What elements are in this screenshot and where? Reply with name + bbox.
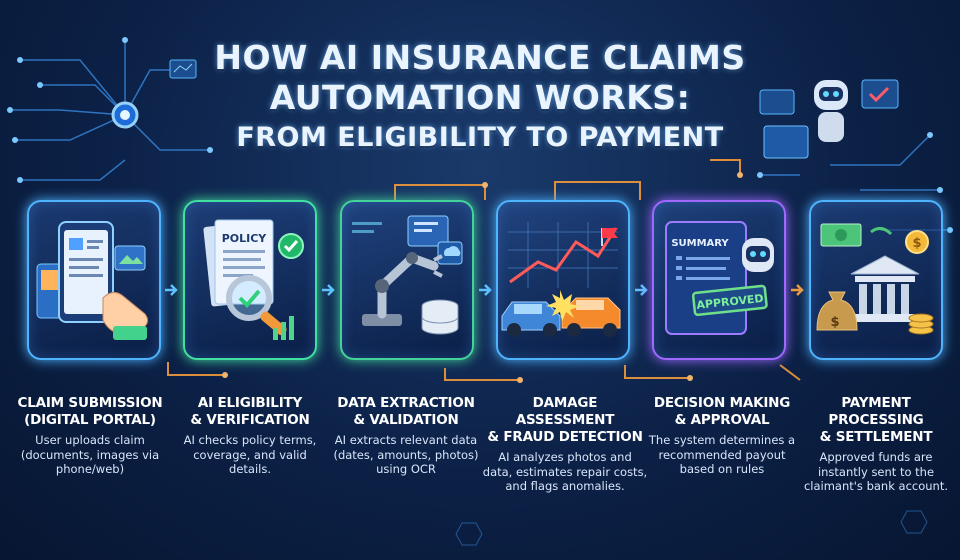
- step-title-line-2: & Validation: [353, 412, 459, 428]
- arrow-right-icon: [791, 284, 804, 296]
- title-line-3: From Eligibility to Payment: [236, 122, 724, 153]
- stage-eligibility-card: POLICY: [183, 200, 317, 360]
- step-title-line-1: Claim Submission: [17, 395, 163, 411]
- hexagon-decoration: [900, 510, 928, 534]
- summary-label: SUMMARY: [671, 238, 729, 249]
- robot-arm-database-icon: [352, 215, 463, 335]
- phone-upload-icon: [36, 221, 149, 340]
- summary-approved-icon: SUMMARY APPROVED: [665, 221, 774, 335]
- title-line-1: How AI Insurance Claims: [214, 38, 746, 77]
- step-title-line-1: Payment Processing: [828, 395, 924, 428]
- arrow-right-icon: [635, 284, 648, 296]
- arrow-right-icon: [165, 284, 178, 296]
- step-description: Approved funds are instantly sent to the…: [803, 450, 949, 493]
- page-title: How AI Insurance Claims Automation Works…: [150, 38, 810, 158]
- policy-magnifier-icon: POLICY: [203, 219, 304, 340]
- step-title-line-2: & Fraud Detection: [487, 429, 643, 445]
- step-title-line-2: (Digital Portal): [24, 412, 156, 428]
- title-line-2: Automation Works:: [269, 78, 691, 117]
- step-title-line-1: Damage Assessment: [515, 395, 615, 428]
- step-title-line-2: & Verification: [190, 412, 310, 428]
- step-title-line-1: Decision Making: [653, 395, 791, 411]
- step-decision: Decision Making & Approval The system de…: [644, 395, 800, 477]
- svg-text:$: $: [912, 236, 921, 251]
- stage-payment-card: $ $: [809, 200, 943, 360]
- step-description: The system determines a recommended payo…: [648, 433, 796, 476]
- policy-label: POLICY: [222, 232, 268, 245]
- step-title-line-2: & Approval: [674, 412, 770, 428]
- stage-data-extraction-card: [340, 200, 474, 360]
- step-title-line-1: Data Extraction: [337, 395, 475, 411]
- stage-decision-card: SUMMARY APPROVED: [652, 200, 786, 360]
- step-eligibility: AI Eligibility & Verification AI checks …: [172, 395, 328, 477]
- step-description: AI analyzes photos and data, estimates r…: [482, 450, 648, 493]
- step-description: User uploads claim (documents, images vi…: [20, 433, 160, 476]
- step-title-line-1: AI Eligibility: [197, 395, 303, 411]
- step-data-extraction: Data Extraction & Validation AI extracts…: [328, 395, 484, 477]
- svg-text:$: $: [830, 315, 839, 330]
- step-payment: Payment Processing & Settlement Approved…: [796, 395, 956, 494]
- step-title-line-2: & Settlement: [819, 429, 933, 445]
- hexagon-decoration: [455, 522, 483, 546]
- stage-claim-submission-card: [27, 200, 161, 360]
- step-description: AI checks policy terms, coverage, and va…: [183, 433, 317, 476]
- step-damage-assessment: Damage Assessment & Fraud Detection AI a…: [482, 395, 648, 494]
- car-collision-icon: [501, 222, 621, 337]
- bank-money-icon: $ $: [816, 223, 934, 335]
- step-description: AI extracts relevant data (dates, amount…: [333, 433, 479, 476]
- arrow-right-icon: [322, 284, 335, 296]
- arrow-right-icon: [479, 284, 492, 296]
- step-claim-submission: Claim Submission (Digital Portal) User u…: [12, 395, 168, 477]
- stage-damage-assessment-card: [496, 200, 630, 360]
